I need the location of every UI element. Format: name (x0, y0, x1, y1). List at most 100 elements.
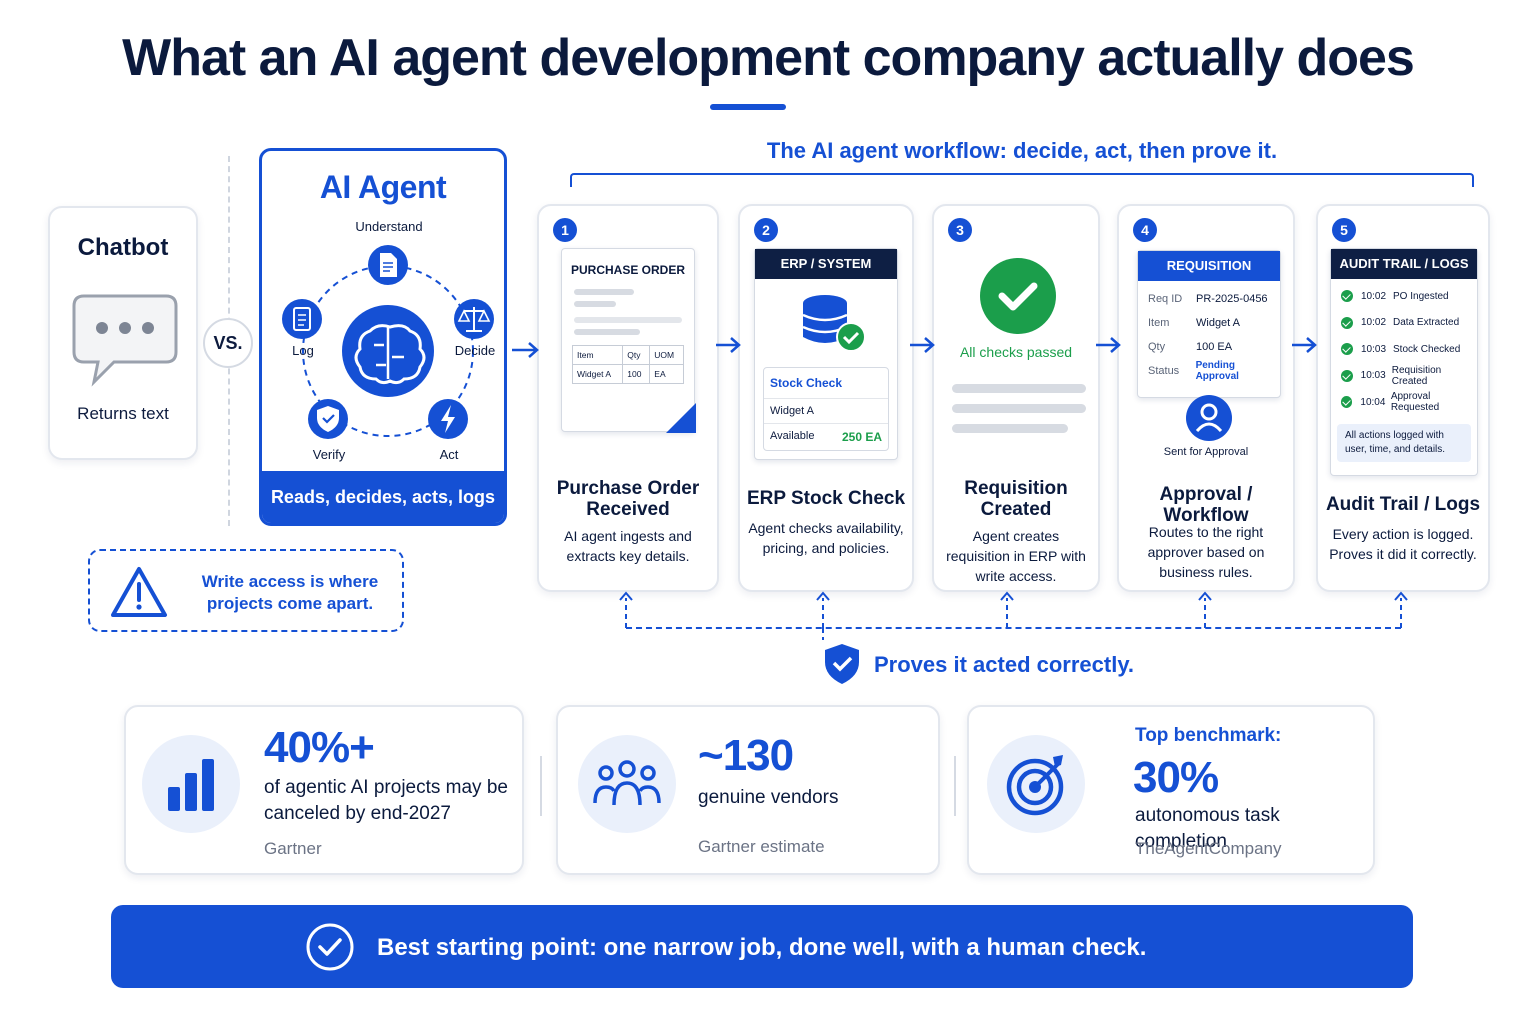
warning-text: Write access is where projects come apar… (201, 572, 379, 613)
check-icon (1341, 290, 1353, 303)
workflow-bracket (570, 173, 1474, 187)
step-title: Purchase Order Received (556, 478, 700, 520)
vs-badge: VS. (203, 318, 253, 368)
step-card-1: 1 PURCHASE ORDER Item Qty UOM Widget A 1… (537, 204, 719, 592)
ai-agent-card: AI Agent (259, 148, 507, 526)
target-icon (1006, 755, 1064, 816)
arrow-right-icon (512, 342, 539, 358)
stat-separator (540, 756, 542, 816)
purchase-order-document: PURCHASE ORDER Item Qty UOM Widget A 100… (561, 248, 696, 433)
step-card-3: 3 All checks passed Requisition Created … (932, 204, 1100, 592)
node-label-understand: Understand (355, 219, 423, 234)
chatbot-card: Chatbot Returns text (48, 206, 198, 460)
stat-desc-line1: of agentic AI projects may be (264, 777, 508, 798)
step-description: Agent creates requisition in ERP with wr… (946, 528, 1086, 584)
document-icon (368, 245, 408, 285)
warning-box: Write access is where projects come apar… (88, 549, 404, 632)
clipboard-icon (282, 299, 322, 339)
arrow-right-icon (716, 337, 741, 353)
agent-footer: Reads, decides, acts, logs (262, 471, 504, 523)
node-label-decide: Decide (454, 343, 496, 358)
step-title: Audit Trail / Logs (1325, 494, 1481, 515)
arrow-up-icon (816, 591, 830, 601)
shield-check-icon (825, 644, 859, 684)
recommendation-banner: Best starting point: one narrow job, don… (111, 905, 1413, 988)
database-check-icon (802, 295, 866, 352)
step-description: Every action is logged. Proves it did it… (1329, 526, 1477, 562)
audit-note: All actions logged with user, time, and … (1337, 423, 1471, 462)
step-number: 5 (1332, 218, 1356, 242)
arrow-up-icon (1000, 591, 1014, 601)
proves-callout: Proves it acted correctly. (822, 642, 1134, 692)
step-description: AI agent ingests and extracts key detail… (564, 528, 692, 564)
stat-desc-line1: genuine vendors (698, 787, 839, 808)
user-avatar-icon (1186, 395, 1232, 441)
check-icon (1341, 343, 1353, 356)
checkmark-icon (980, 258, 1056, 334)
step-number: 2 (754, 218, 778, 242)
erp-panel-header: ERP / SYSTEM (755, 249, 897, 279)
lightning-icon (428, 399, 468, 439)
stock-check-box: Stock Check Widget A Available 250 EA (763, 367, 889, 451)
check-circle-icon (306, 923, 354, 971)
stat-prefix: Top benchmark: (1135, 725, 1282, 746)
stat-card-benchmark: Top benchmark: 30% autonomous task compl… (967, 705, 1375, 875)
brain-icon (342, 305, 434, 397)
workflow-connectors (512, 337, 1408, 640)
available-quantity: 250 EA (841, 430, 882, 444)
chatbot-title: Chatbot (77, 234, 169, 261)
step-title: Requisition Created (964, 478, 1068, 520)
arrow-right-icon (910, 337, 935, 353)
title-underline (710, 104, 786, 110)
step-number: 3 (948, 218, 972, 242)
erp-system-panel: ERP / SYSTEM Stock Check Widget A Availa… (754, 248, 898, 460)
bar-chart-icon (168, 759, 214, 811)
arrow-up-icon (1198, 591, 1212, 601)
requisition-status: Pending Approval (1195, 360, 1239, 382)
arrow-up-icon (619, 591, 633, 601)
stat-value: ~130 (698, 731, 794, 780)
requisition-header: REQUISITION (1138, 251, 1280, 281)
page-curl-icon (666, 403, 696, 433)
stat-source: Gartner (264, 839, 322, 858)
scales-icon (454, 299, 494, 339)
step-card-2: 2 ERP / SYSTEM Stock Check Widget A Avai… (738, 204, 914, 592)
workflow-title: The AI agent workflow: decide, act, then… (766, 138, 1278, 163)
stat-source: Gartner estimate (698, 837, 825, 856)
page-title: What an AI agent development company act… (122, 29, 1415, 87)
banner-text: Best starting point: one narrow job, don… (377, 934, 1147, 961)
stat-value: 30% (1133, 753, 1219, 802)
stat-desc-line2: canceled by end-2027 (264, 803, 451, 824)
check-icon (1341, 316, 1353, 329)
po-header: PURCHASE ORDER (570, 263, 685, 277)
step-number: 1 (553, 218, 577, 242)
node-label-log: Log (292, 343, 314, 358)
check-icon (1341, 396, 1353, 409)
stat-separator (954, 756, 956, 816)
stat-source: TheAgentCompany (1135, 839, 1282, 858)
agent-title: AI Agent (319, 169, 447, 205)
stat-desc-line1: autonomous task completion (1135, 805, 1280, 852)
proves-text: Proves it acted correctly. (874, 652, 1135, 677)
arrow-up-icon (1394, 591, 1408, 601)
checks-status: All checks passed (959, 344, 1073, 360)
stat-value: 40%+ (264, 723, 375, 772)
arrow-right-icon (1096, 337, 1121, 353)
po-table: Item Qty UOM Widget A 100 EA (571, 345, 684, 384)
chat-bubble-icon (72, 294, 178, 387)
check-icon (1341, 369, 1353, 382)
agent-cycle-diagram (282, 245, 494, 439)
sent-for-approval: Sent for Approval (1163, 446, 1249, 458)
step-title: ERP Stock Check (746, 488, 906, 509)
warning-icon (111, 567, 167, 617)
step-number: 4 (1133, 218, 1157, 242)
verification-line (626, 627, 1401, 629)
stat-card-vendors: ~130 genuine vendors Gartner estimate (556, 705, 940, 875)
step-title: Approval / Workflow (1159, 484, 1253, 526)
step-description: Agent checks availability, pricing, and … (748, 520, 904, 556)
stat-card-cancellations: 40%+ of agentic AI projects may be cance… (124, 705, 524, 875)
